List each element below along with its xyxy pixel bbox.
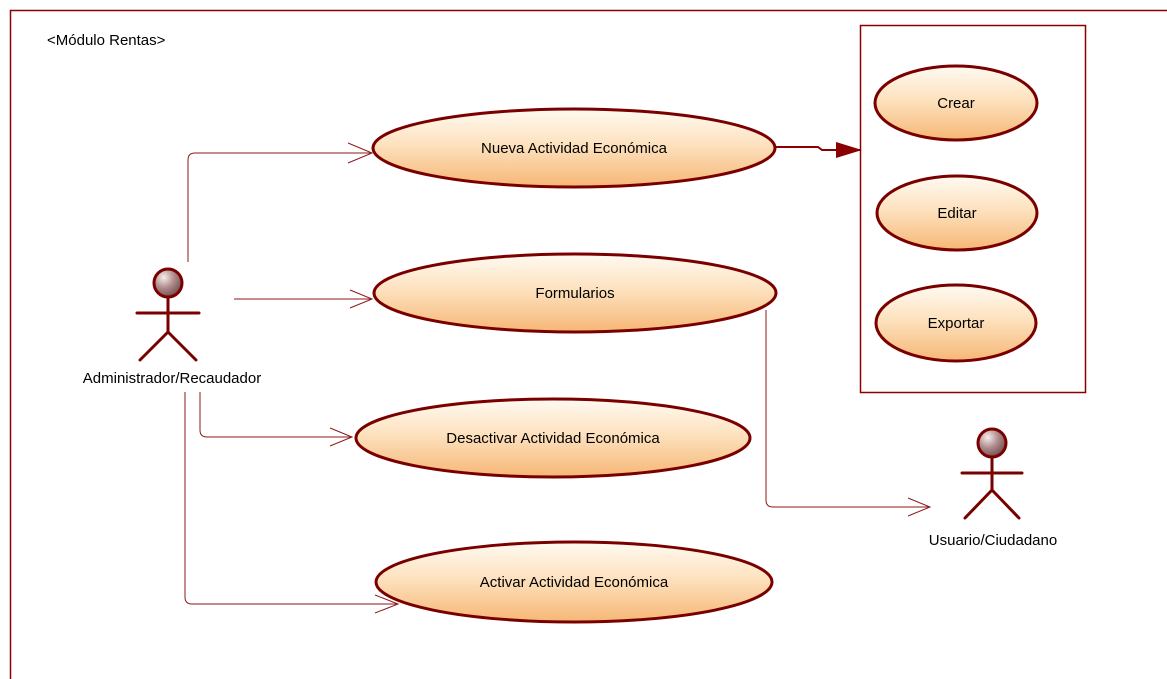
connector-admin-activar [184,392,398,605]
use-case-exportar[interactable]: Exportar [874,283,1038,363]
use-case-exportar-label: Exportar [928,315,985,332]
connector-admin-desactivar [199,392,352,438]
use-case-formularios-label: Formularios [535,285,614,302]
actor-administrador[interactable]: Administrador/Recaudador [83,267,261,387]
actor-icon [960,427,1024,520]
system-title: <Módulo Rentas> [47,32,166,49]
use-case-desactivar-label: Desactivar Actividad Económica [446,430,660,447]
actor-icon [135,267,201,362]
use-case-nueva-label: Nueva Actividad Económica [481,140,668,157]
use-case-desactivar[interactable]: Desactivar Actividad Económica [354,397,752,479]
arrowhead-desactivar [329,427,354,447]
actor-administrador-label: Administrador/Recaudador [83,370,261,387]
arrowhead-formularios [349,289,374,309]
use-case-crear[interactable]: Crear [873,64,1039,142]
connector-formularios-usuario [765,310,930,508]
use-case-activar[interactable]: Activar Actividad Económica [374,540,774,624]
arrowhead-activar [374,594,400,614]
use-case-nueva[interactable]: Nueva Actividad Económica [371,107,777,189]
subsystem-box [859,24,1087,394]
use-case-editar-label: Editar [937,205,976,222]
arrowhead-usuario [907,497,932,517]
use-case-activar-label: Activar Actividad Económica [480,574,669,591]
use-case-crear-label: Crear [937,95,975,112]
arrowhead-subsystem [836,142,862,158]
connectors [184,142,932,614]
arrowhead-nueva [347,142,374,164]
connector-admin-nueva [187,152,372,262]
use-case-formularios[interactable]: Formularios [372,252,778,334]
actor-usuario-label: Usuario/Ciudadano [929,532,1057,549]
actor-usuario[interactable]: Usuario/Ciudadano [929,427,1057,549]
module-frame [9,9,1167,679]
use-case-editar[interactable]: Editar [875,174,1039,252]
